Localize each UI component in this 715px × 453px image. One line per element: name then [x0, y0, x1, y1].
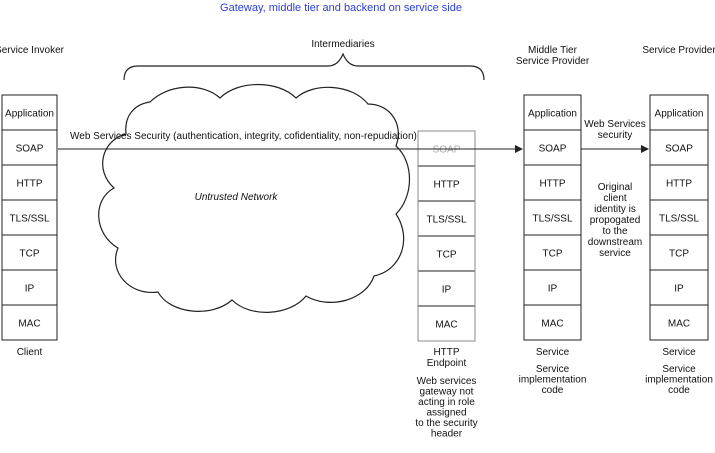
identity-note-line: client [603, 193, 627, 204]
intermediaries-brace [123, 52, 485, 81]
gateway-note: Web services [417, 376, 477, 387]
gateway-note: to the security [415, 418, 477, 429]
invoker-layer-soap-box [1, 129, 58, 166]
middle-layer-application-label: Application [528, 109, 577, 120]
gateway-layer-http-label: HTTP [433, 180, 459, 191]
gateway-layer-tcp-box [417, 235, 476, 272]
provider-header: Service Provider [642, 45, 715, 56]
invoker-layer-http-box [1, 164, 58, 201]
middle-layer-ip-label: IP [548, 284, 558, 295]
provider-layer-soap-box [649, 129, 709, 166]
gateway-note: header [431, 429, 463, 440]
middle-header: Middle Tier [528, 45, 578, 56]
provider-note: implementation [645, 375, 713, 386]
middle-layer-mac-label: MAC [541, 319, 563, 330]
provider-layer-ip-box [649, 269, 709, 306]
provider-layer-http-label: HTTP [666, 179, 692, 190]
gateway-note: acting in role [418, 397, 475, 408]
middle-layer-mac-box [523, 304, 582, 341]
invoker-layer-tls-ssl-label: TLS/SSL [9, 214, 49, 225]
invoker-layer-ip-label: IP [25, 284, 35, 295]
identity-note-line: to the [602, 226, 627, 237]
provider-layer-soap-label: SOAP [665, 144, 693, 155]
provider-layer-tls-ssl-label: TLS/SSL [659, 214, 699, 225]
gateway-layer-mac-label: MAC [435, 320, 457, 331]
middle-layer-application-box [523, 94, 582, 131]
middle-note: code [542, 385, 564, 396]
invoker-layer-http-label: HTTP [16, 179, 42, 190]
provider-layer-ip-label: IP [674, 284, 684, 295]
intermediaries-label: Intermediaries [311, 39, 374, 50]
middle-note: implementation [519, 375, 587, 386]
gateway-stack-frame [417, 130, 476, 342]
invoker-layer-tcp-label: TCP [20, 249, 40, 260]
identity-note-line: Original [598, 182, 632, 193]
gateway-layer-soap-label: SOAP [433, 145, 461, 156]
ws-security-label-line: security [598, 130, 632, 141]
provider-layer-mac-box [649, 304, 709, 341]
identity-note-line: downstream [588, 237, 642, 248]
invoker-footer: Client [17, 347, 43, 358]
gateway-layer-tls-ssl-label: TLS/SSL [426, 215, 466, 226]
middle-layer-soap-label: SOAP [539, 144, 567, 155]
middle-layer-http-label: HTTP [539, 179, 565, 190]
provider-layer-tcp-box [649, 234, 709, 271]
middle-note: Service [536, 364, 570, 375]
provider-layer-application-box [649, 94, 709, 131]
middle-layer-tls-ssl-box [523, 199, 582, 236]
gateway-note: gateway not [420, 387, 474, 398]
identity-note-line: identity is [594, 204, 636, 215]
provider-layer-tcp-label: TCP [669, 249, 689, 260]
invoker-layer-application-box [1, 94, 58, 131]
provider-note: Service [662, 364, 696, 375]
untrusted-network-label: Untrusted Network [195, 192, 279, 203]
invoker-layer-tls-ssl-box [1, 199, 58, 236]
invoker-header: Service Invoker [0, 45, 65, 56]
diagram-title: Gateway, middle tier and backend on serv… [220, 2, 462, 14]
gateway-footer: Endpoint [427, 358, 467, 369]
provider-layer-http-box [649, 164, 709, 201]
provider-footer: Service [662, 347, 696, 358]
gateway-footer: HTTP [433, 347, 459, 358]
gateway-layer-tcp-label: TCP [437, 250, 457, 261]
gateway-note: assigned [426, 408, 466, 419]
invoker-layer-soap-label: SOAP [16, 144, 44, 155]
gateway-layer-ip-label: IP [442, 285, 452, 296]
middle-layer-ip-box [523, 269, 582, 306]
middle-layer-http-box [523, 164, 582, 201]
middle-layer-tcp-label: TCP [543, 249, 563, 260]
provider-layer-mac-label: MAC [668, 319, 690, 330]
ws-security-label-line: Web Services [584, 119, 646, 130]
security-flow-label: Web Services Security (authentication, i… [70, 131, 417, 142]
middle-layer-tls-ssl-label: TLS/SSL [532, 214, 572, 225]
invoker-layer-tcp-box [1, 234, 58, 271]
gateway-layer-tls-ssl-box [417, 200, 476, 237]
middle-layer-soap-box [523, 129, 582, 166]
untrusted-network-cloud [98, 83, 411, 313]
invoker-layer-mac-box [1, 304, 58, 341]
invoker-layer-application-label: Application [5, 109, 54, 120]
middle-header: Service Provider [516, 56, 590, 67]
invoker-layer-mac-label: MAC [18, 319, 40, 330]
identity-note-line: propogated [590, 215, 641, 226]
identity-note-line: service [599, 248, 631, 259]
middle-footer: Service [536, 347, 570, 358]
middle-layer-tcp-box [523, 234, 582, 271]
provider-note: code [668, 385, 690, 396]
gateway-layer-mac-box [417, 305, 476, 342]
provider-layer-application-label: Application [655, 109, 704, 120]
